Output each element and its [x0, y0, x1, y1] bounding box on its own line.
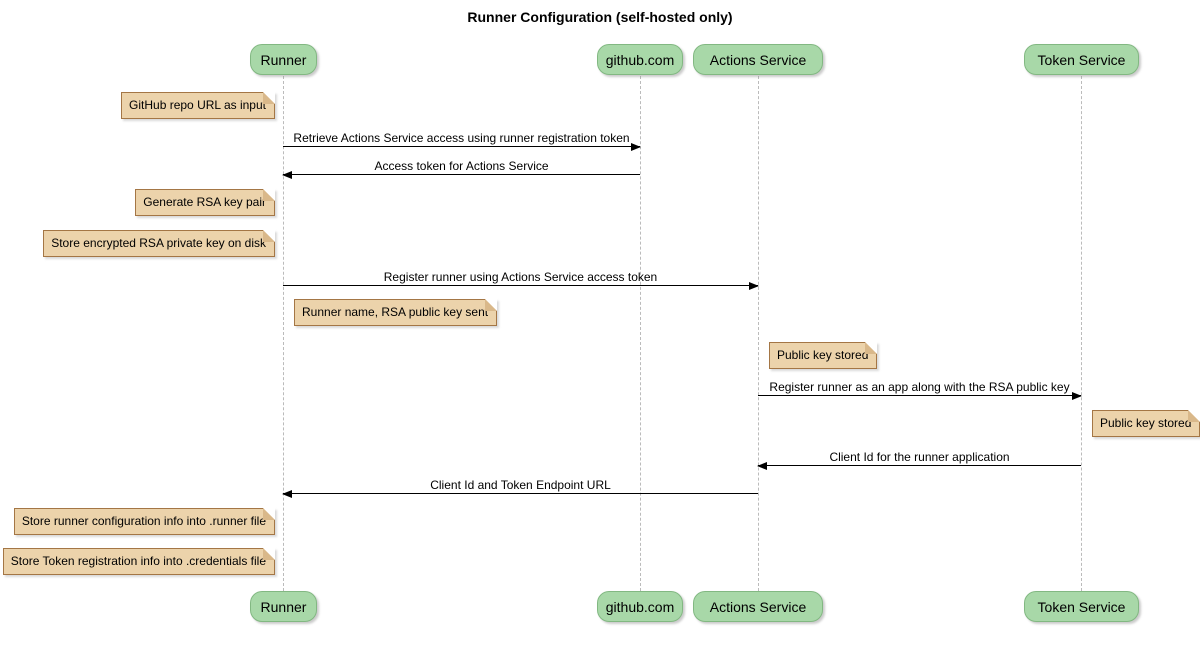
- note-store-credentials-file: Store Token registration info into .cred…: [2, 548, 276, 575]
- message-label: Client Id for the runner application: [829, 450, 1010, 464]
- note-store-runner-file: Store runner configuration info into .ru…: [13, 508, 276, 535]
- arrowhead-left-icon: [757, 461, 767, 470]
- participant-runner-top: Runner: [250, 44, 317, 75]
- message-label: Client Id and Token Endpoint URL: [430, 478, 611, 492]
- arrowhead-right-icon: [1072, 391, 1082, 400]
- arrowhead-left-icon: [282, 489, 292, 498]
- note-github-repo-url: GitHub repo URL as input: [121, 92, 275, 119]
- lifeline-runner: [283, 76, 284, 591]
- note-store-private-key: Store encrypted RSA private key on disk: [43, 230, 275, 257]
- participant-label: github.com: [605, 51, 675, 68]
- participant-runner-bottom: Runner: [250, 591, 317, 622]
- arrowhead-right-icon: [631, 142, 641, 151]
- message-client-id: Client Id for the runner application: [757, 450, 1081, 470]
- note-generate-rsa-key-pair: Generate RSA key pair: [135, 189, 275, 216]
- arrowhead-right-icon: [749, 281, 759, 290]
- note-runner-name-sent: Runner name, RSA public key sent: [294, 299, 498, 326]
- diagram-title: Runner Configuration (self-hosted only): [467, 9, 733, 25]
- message-label: Access token for Actions Service: [374, 159, 549, 173]
- arrowhead-left-icon: [282, 170, 292, 179]
- participant-label: Runner: [260, 598, 307, 615]
- message-label: Register runner as an app along with the…: [769, 380, 1070, 394]
- participant-label: github.com: [605, 598, 675, 615]
- message-retrieve-actions-access: Retrieve Actions Service access using ru…: [283, 131, 641, 151]
- participant-token-service-bottom: Token Service: [1024, 591, 1139, 622]
- message-client-id-endpoint: Client Id and Token Endpoint URL: [282, 478, 758, 498]
- message-line: [283, 285, 758, 286]
- message-line: [283, 146, 640, 147]
- participant-actions-service-bottom: Actions Service: [693, 591, 823, 622]
- note-public-key-stored-actions: Public key stored: [769, 342, 878, 369]
- message-register-app: Register runner as an app along with the…: [758, 380, 1082, 400]
- participant-label: Token Service: [1037, 51, 1126, 68]
- note-public-key-stored-token: Public key stored: [1092, 410, 1200, 437]
- message-line: [283, 174, 640, 175]
- message-line: [758, 465, 1081, 466]
- message-label: Register runner using Actions Service ac…: [383, 270, 658, 284]
- lifeline-github: [640, 76, 641, 591]
- participant-github-bottom: github.com: [597, 591, 683, 622]
- lifeline-token-service: [1081, 76, 1082, 591]
- message-access-token: Access token for Actions Service: [282, 159, 640, 179]
- participant-label: Actions Service: [709, 51, 807, 68]
- participant-actions-service-top: Actions Service: [693, 44, 823, 75]
- lifeline-actions-service: [758, 76, 759, 591]
- participant-token-service-top: Token Service: [1024, 44, 1139, 75]
- participant-label: Token Service: [1037, 598, 1126, 615]
- participant-label: Actions Service: [709, 598, 807, 615]
- message-register-runner: Register runner using Actions Service ac…: [283, 270, 759, 290]
- message-line: [758, 395, 1081, 396]
- message-line: [283, 493, 758, 494]
- participant-github-top: github.com: [597, 44, 683, 75]
- participant-label: Runner: [260, 51, 307, 68]
- message-label: Retrieve Actions Service access using ru…: [293, 131, 630, 145]
